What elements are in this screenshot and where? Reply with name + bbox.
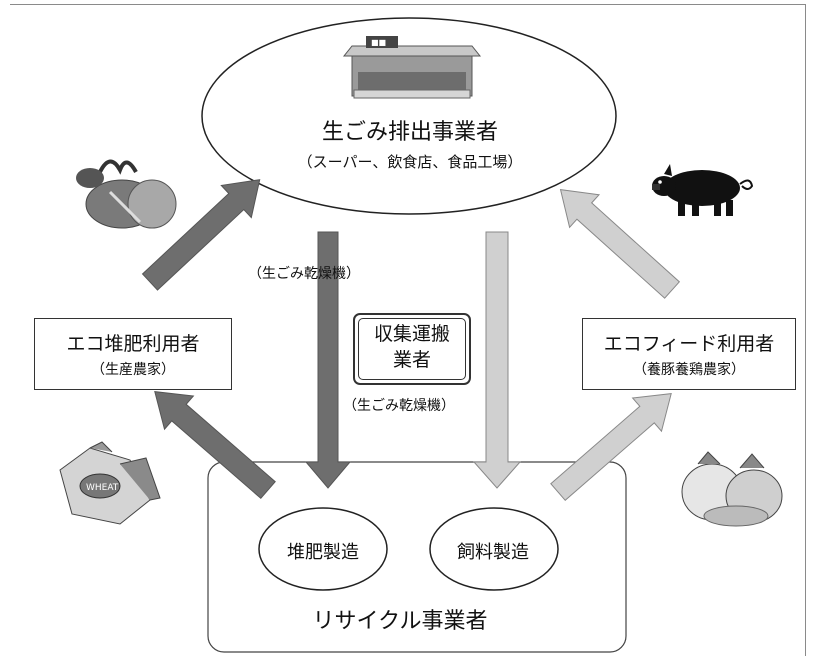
collector-dryer-note: （生ごみ乾燥機）	[343, 398, 455, 414]
vegetables-icon	[76, 159, 177, 229]
diagram-frame	[10, 4, 806, 656]
collector-line1: 収集運搬	[373, 323, 450, 345]
arrow-recycler-to-feed-user	[550, 393, 672, 502]
collector-line2: 業者	[392, 349, 431, 371]
recycler-title: リサイクル事業者	[312, 609, 488, 634]
compost-user-subtitle: （生産農家）	[91, 362, 175, 378]
compost-user-title: エコ堆肥利用者	[66, 333, 200, 355]
feed-production-label: 飼料製造	[457, 542, 529, 563]
generator-ellipse	[201, 17, 617, 215]
feed-ellipse	[429, 507, 559, 591]
svg-text:WHEAT: WHEAT	[86, 483, 119, 493]
arrow-generator-to-feed	[472, 231, 522, 489]
store-icon: ■■	[342, 36, 482, 99]
compost-production-label: 堆肥製造	[287, 542, 359, 563]
pig-icon	[652, 164, 754, 216]
collector-box: 収集運搬 業者	[353, 313, 471, 385]
feed-user-subtitle: （養豚養鶏農家）	[633, 362, 745, 378]
generator-subtitle: （スーパー、飲食店、食品工場）	[297, 153, 523, 171]
generator-title: 生ごみ排出事業者	[321, 120, 498, 145]
svg-text:■■: ■■	[371, 38, 386, 47]
compost-ellipse	[258, 507, 388, 591]
arrow-feed-user-to-generator	[559, 189, 681, 299]
feed-sacks-icon	[681, 451, 783, 527]
arrow-generator-to-compost	[304, 231, 352, 489]
collector-label: 収集運搬 業者	[355, 321, 469, 373]
compost-user-box: エコ堆肥利用者 （生産農家）	[34, 318, 232, 390]
wheat-sacks-icon: WHEAT	[59, 441, 161, 525]
generator-dryer-note: （生ごみ乾燥機）	[248, 266, 360, 282]
arrow-recycler-to-compost-user	[154, 391, 276, 500]
feed-user-title: エコフィード利用者	[603, 333, 775, 355]
arrow-compost-user-to-generator	[141, 179, 261, 291]
feed-user-box: エコフィード利用者 （養豚養鶏農家）	[582, 318, 796, 390]
